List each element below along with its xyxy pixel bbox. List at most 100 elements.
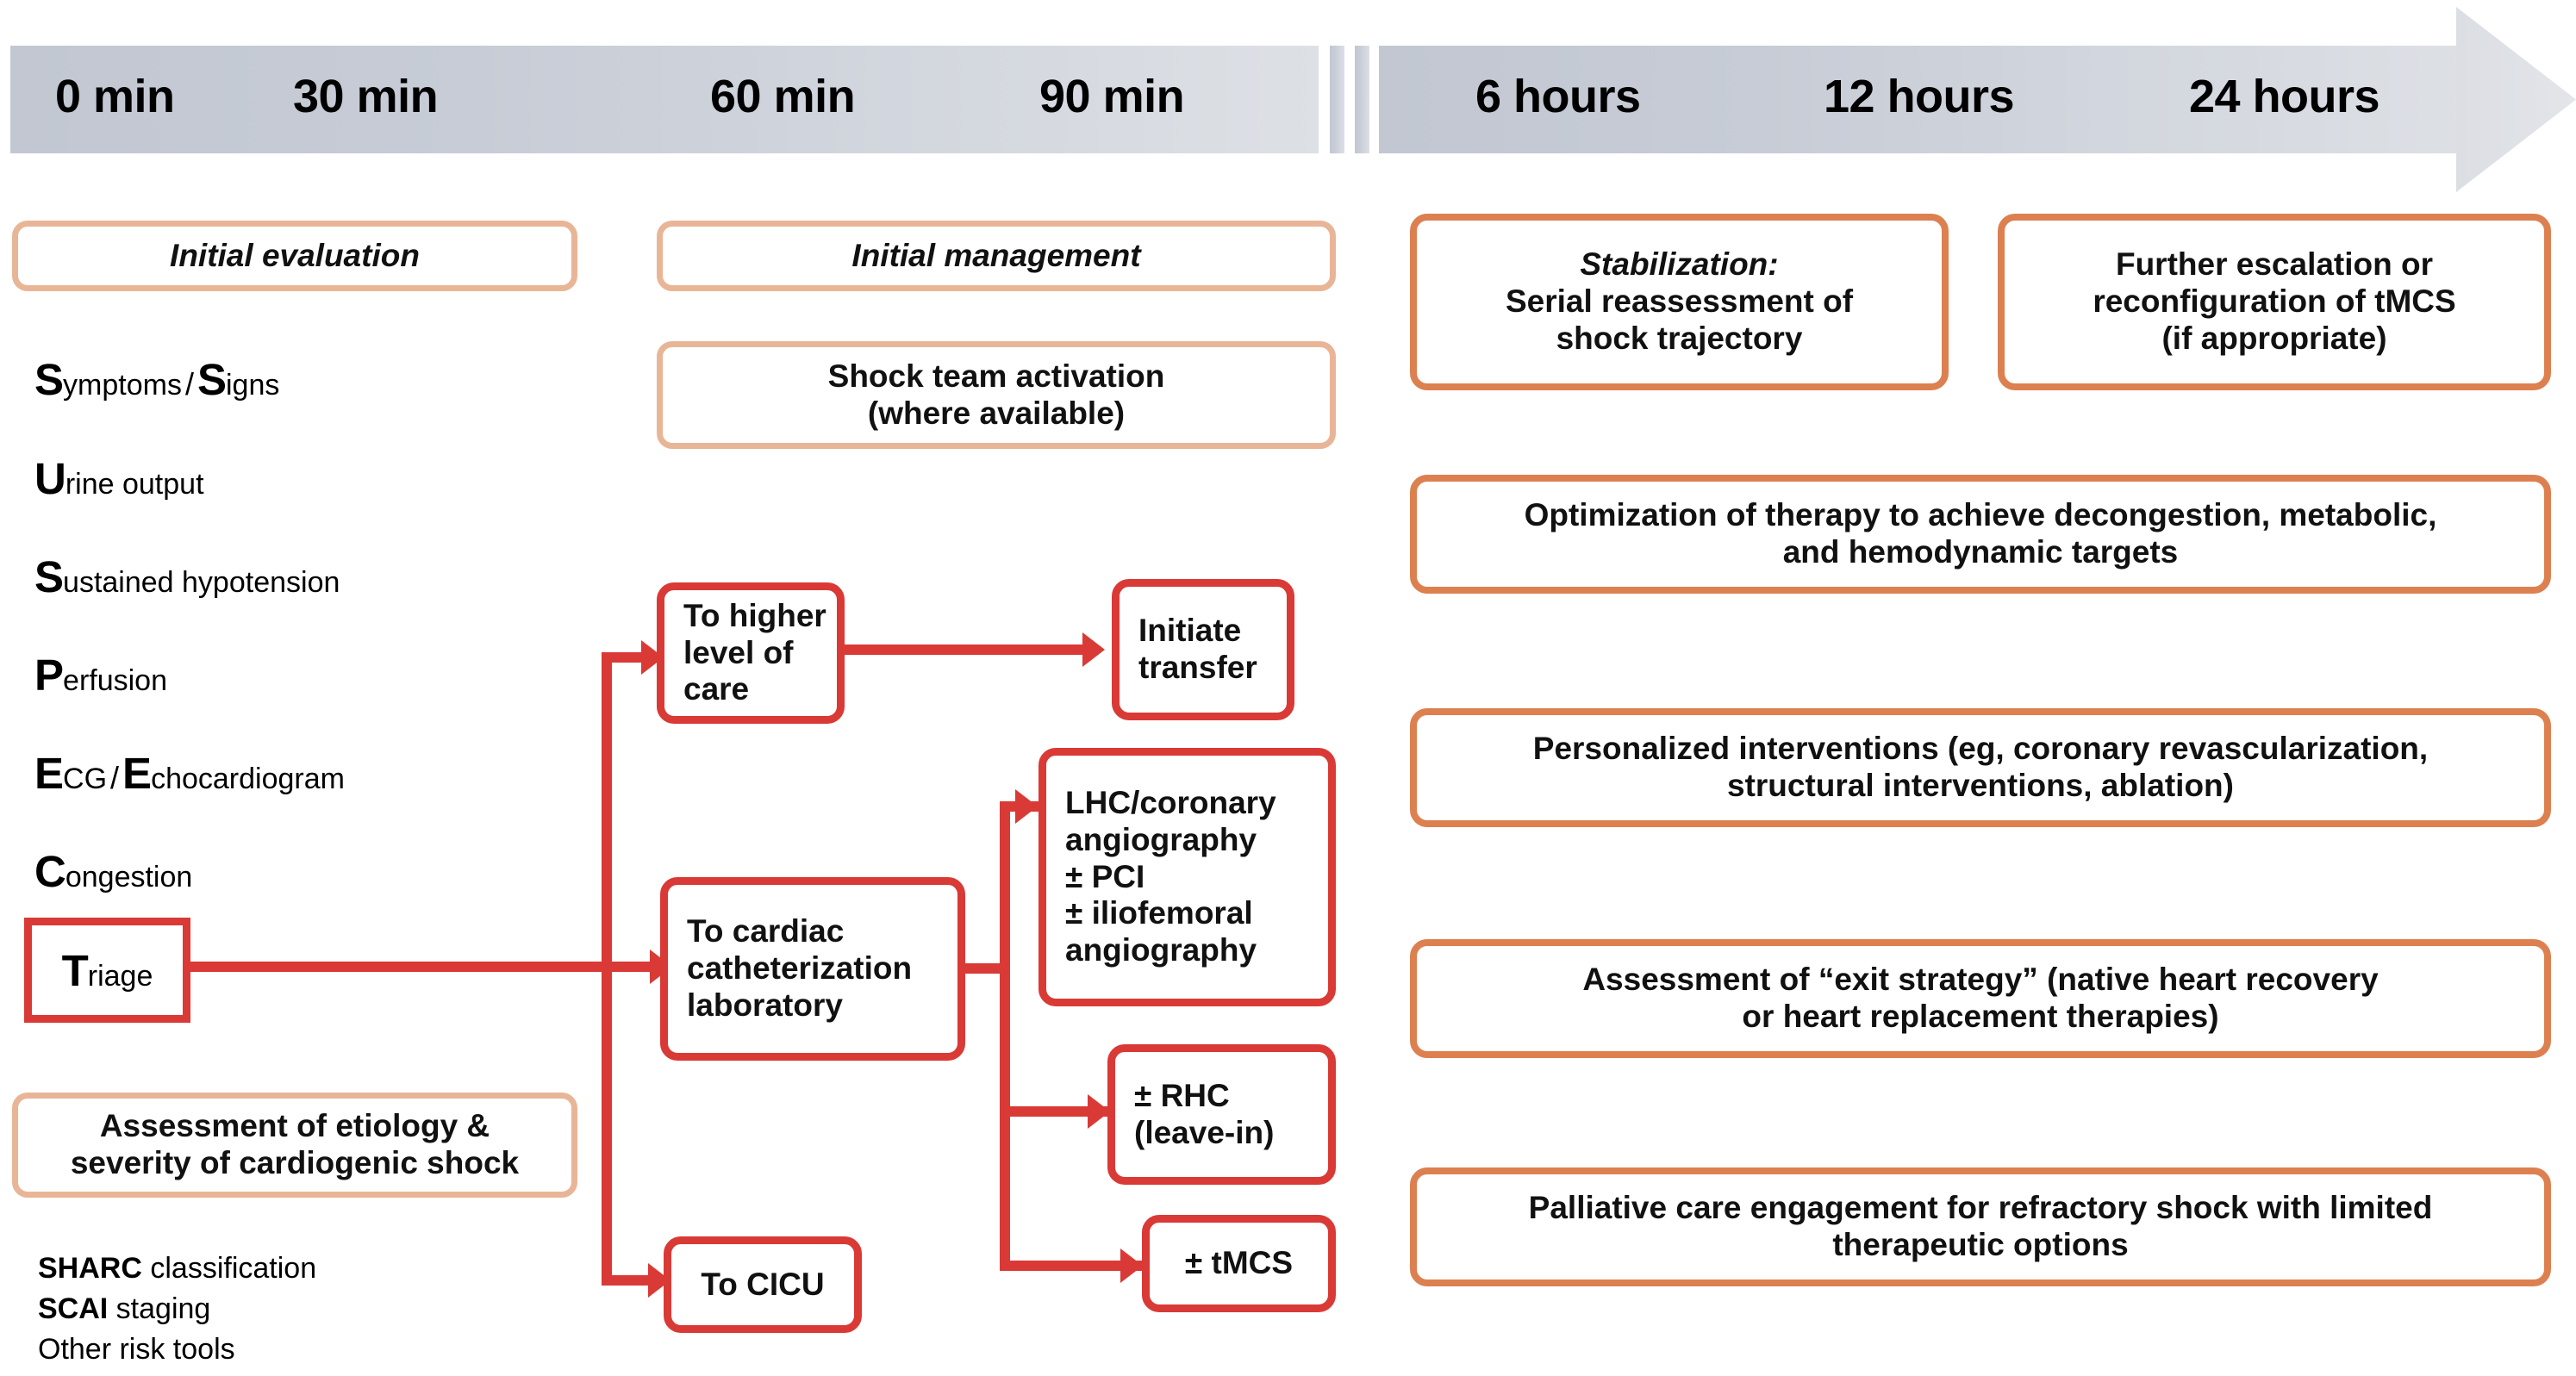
connector-to-higher-care-horizontal [602, 652, 643, 663]
triage-box[interactable]: Triage [24, 918, 190, 1023]
personalized-line-2: structural interventions, ablation) [1727, 768, 2234, 803]
arrowhead-to-rhc-icon [1088, 1094, 1110, 1129]
tmcs-box[interactable]: ± tMCS [1142, 1215, 1336, 1312]
escalation-line-2: reconfiguration of tMCS [2093, 283, 2456, 320]
shock-team-activation-box: Shock team activation (where available) [657, 341, 1336, 449]
assessment-line-2: severity of cardiogenic shock [70, 1145, 520, 1180]
timeline-label-6hours: 6 hours [1475, 71, 1641, 122]
acronym-rest-ecg: CG [63, 763, 108, 795]
suspect-item-ecg-echo: ECG/Echocardiogram [34, 751, 345, 795]
lhc-line-3: ± PCI [1065, 858, 1145, 894]
suspect-item-perfusion: Perfusion [34, 653, 167, 697]
suspect-item-congestion: Congestion [34, 850, 192, 893]
timeline-label-24hours: 24 hours [2189, 71, 2380, 122]
assessment-etiology-box: Assessment of etiology & severity of car… [12, 1093, 577, 1198]
risk-tool-sharc: SHARC classification [38, 1254, 316, 1283]
to-cicu-box[interactable]: To CICU [664, 1236, 862, 1333]
to-higher-level-of-care-box[interactable]: To higher level of care [657, 582, 845, 724]
connector-to-rhc-horizontal [1000, 1106, 1112, 1117]
acronym-rest-symptoms: ymptoms [63, 369, 182, 402]
connector-to-cicu-horizontal [602, 1275, 650, 1286]
cicu-label: To CICU [701, 1266, 825, 1302]
escalation-line-3: (if appropriate) [2161, 320, 2387, 356]
optimization-therapy-box: Optimization of therapy to achieve decon… [1410, 475, 2551, 594]
triage-label: Triage [62, 949, 153, 993]
lhc-line-4: ± iliofemoral [1065, 895, 1253, 931]
stabilization-title: Stabilization: [1580, 246, 1779, 283]
escalation-line-1: Further escalation or [2115, 246, 2434, 283]
acronym-rest-congestion: ongestion [65, 861, 193, 893]
tmcs-label: ± tMCS [1184, 1245, 1294, 1281]
optimization-line-2: and hemodynamic targets [1782, 534, 2179, 570]
palliative-line-1: Palliative care engagement for refractor… [1528, 1190, 2433, 1226]
exit-strategy-line-1: Assessment of “exit strategy” (native he… [1582, 962, 2379, 998]
risk-tool-scai: SCAI staging [38, 1294, 210, 1323]
stabilization-line-2: shock trajectory [1556, 320, 1803, 356]
lhc-line-5: angiography [1065, 932, 1257, 968]
initial-management-label: Initial management [851, 237, 1141, 273]
acronym-sep-1: / [184, 366, 194, 402]
risk-tool-scai-rest: staging [108, 1292, 211, 1325]
risk-tool-sharc-rest: classification [141, 1252, 317, 1285]
initial-evaluation-label: Initial evaluation [170, 237, 420, 273]
stabilization-box: Stabilization: Serial reassessment of sh… [1410, 214, 1949, 390]
exit-strategy-line-2: or heart replacement therapies) [1742, 999, 2219, 1034]
rhc-line-1: ± RHC [1134, 1077, 1230, 1113]
shock-team-line-2: (where available) [867, 395, 1126, 431]
risk-tool-other: Other risk tools [38, 1335, 235, 1364]
initial-evaluation-header-box: Initial evaluation [12, 221, 577, 291]
timeline-bar-right [1379, 46, 2467, 153]
rhc-leave-in-box[interactable]: ± RHC (leave-in) [1107, 1044, 1336, 1185]
acronym-rest-triage: riage [87, 959, 153, 993]
arrowhead-to-tmcs-icon [1120, 1248, 1143, 1283]
suspect-item-sustained-hypotension: Sustained hypotension [34, 555, 340, 599]
timeline-label-0min: 0 min [55, 71, 175, 122]
further-escalation-box: Further escalation or reconfiguration of… [1998, 214, 2551, 390]
arrowhead-to-lhc-icon [1015, 789, 1038, 824]
acronym-cap-p: P [34, 651, 64, 700]
higher-care-line-2: level of care [683, 634, 794, 707]
timeline-label-90min: 90 min [1039, 71, 1185, 122]
acronym-rest-urine: rine output [65, 468, 204, 501]
stabilization-line-1: Serial reassessment of [1505, 283, 1854, 320]
initiate-transfer-box[interactable]: Initiate transfer [1112, 579, 1294, 720]
timeline-bar-divider-1 [1330, 46, 1344, 153]
timeline-bar-left [10, 46, 1319, 153]
lhc-line-2: angiography [1065, 821, 1257, 857]
suspect-item-symptoms-signs: Symptoms/Signs [34, 358, 279, 402]
initiate-transfer-line-1: Initiate [1138, 613, 1242, 649]
acronym-cap-e2: E [122, 749, 152, 798]
to-cardiac-cath-lab-box[interactable]: To cardiac catheterization laboratory [660, 877, 965, 1061]
acronym-cap-e1: E [34, 749, 64, 798]
timeline-bar-divider-2 [1355, 46, 1369, 153]
timeline-label-12hours: 12 hours [1824, 71, 2015, 122]
lhc-coronary-angiography-box[interactable]: LHC/coronary angiography ± PCI ± iliofem… [1039, 748, 1336, 1006]
rhc-line-2: (leave-in) [1134, 1114, 1275, 1150]
initiate-transfer-line-2: transfer [1138, 650, 1257, 685]
connector-to-tmcs-horizontal [1000, 1261, 1148, 1271]
acronym-cap-u: U [34, 454, 66, 503]
connector-triage-horizontal [188, 962, 612, 972]
initial-management-header-box: Initial management [657, 221, 1336, 291]
shock-team-line-1: Shock team activation [827, 358, 1165, 394]
cath-lab-line-1: To cardiac [687, 913, 845, 950]
risk-tool-scai-bold: SCAI [38, 1292, 109, 1325]
acronym-rest-perfusion: erfusion [63, 664, 167, 697]
acronym-cap-t: T [61, 945, 89, 995]
risk-tool-other-rest: Other risk tools [38, 1333, 235, 1366]
assessment-line-1: Assessment of etiology & [99, 1108, 490, 1144]
exit-strategy-box: Assessment of “exit strategy” (native he… [1410, 939, 2551, 1058]
palliative-line-2: therapeutic options [1832, 1227, 2129, 1262]
timeline-label-60min: 60 min [710, 71, 856, 122]
acronym-rest-sustained: ustained hypotension [63, 566, 340, 599]
connector-higher-care-to-transfer [845, 644, 1084, 655]
cath-lab-line-3: laboratory [687, 987, 843, 1023]
acronym-cap-s1: S [34, 355, 64, 404]
suspect-item-urine-output: Urine output [34, 457, 204, 501]
palliative-care-box: Palliative care engagement for refractor… [1410, 1167, 2551, 1286]
cath-lab-line-2: catheterization [687, 950, 913, 987]
acronym-cap-s2: S [196, 355, 227, 404]
lhc-line-1: LHC/coronary [1065, 784, 1276, 820]
connector-cathlab-out-horizontal [965, 963, 1005, 974]
